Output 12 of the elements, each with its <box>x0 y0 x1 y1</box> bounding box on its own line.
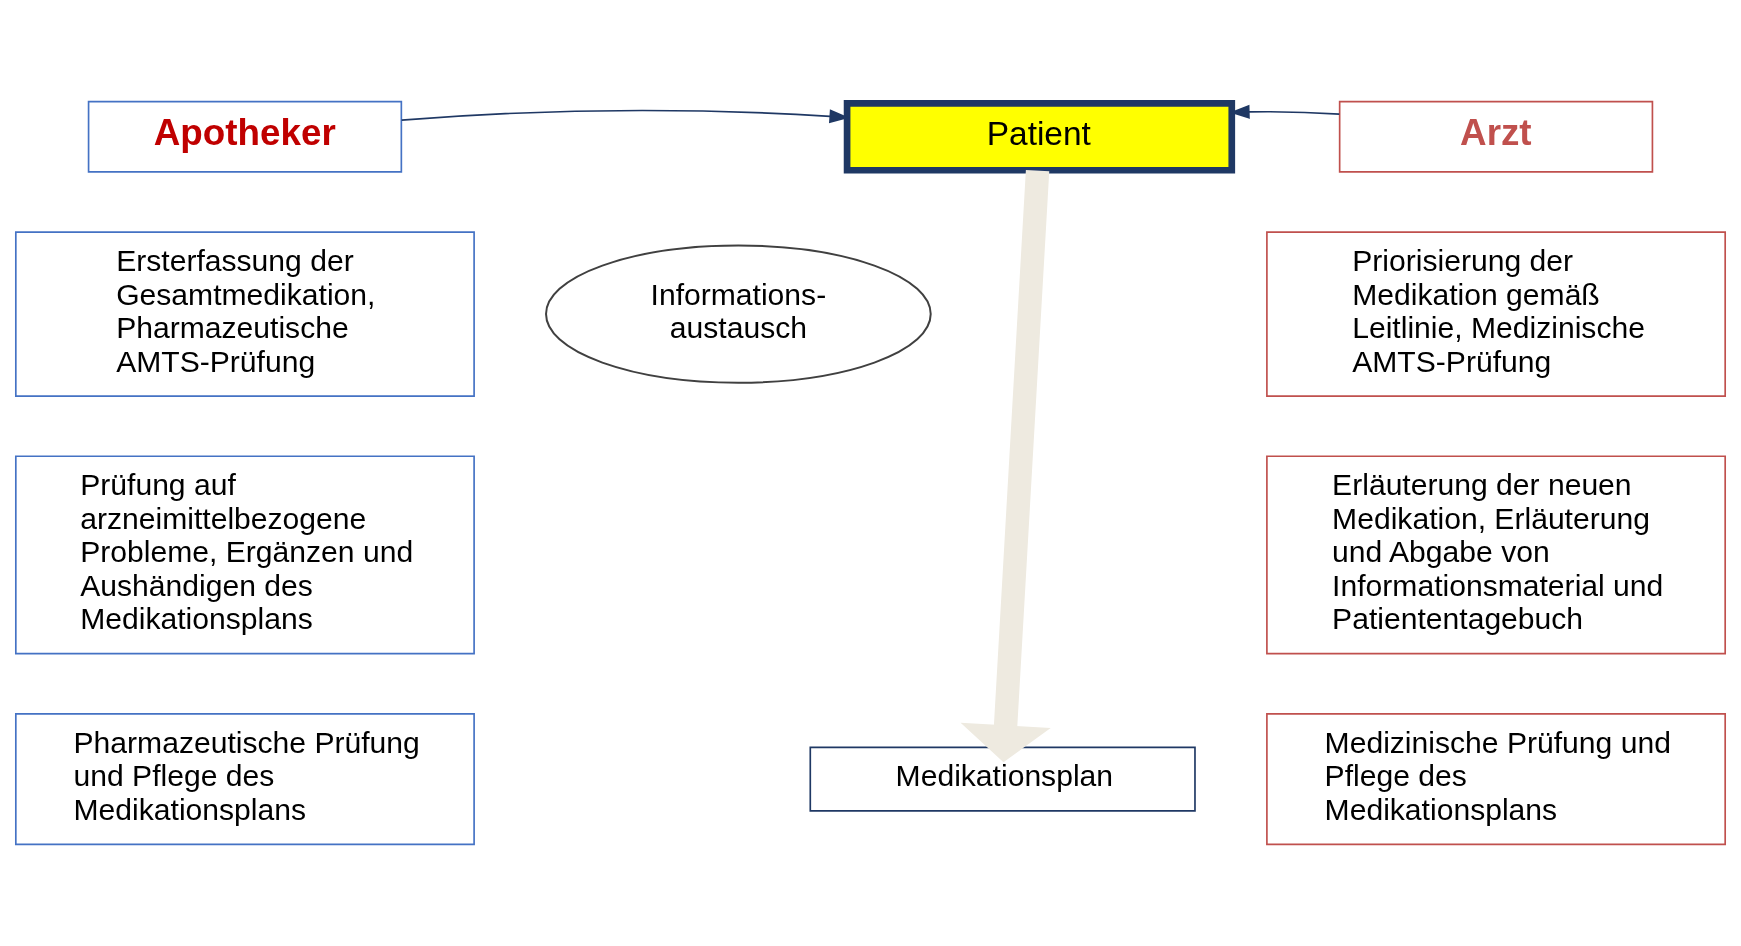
node-box: Medizinische Prüfung und Pflege des Medikationsplans <box>1266 713 1726 846</box>
node-box: Medikationsplan <box>809 746 1196 812</box>
node-ellipse: Informations- austausch <box>545 244 932 384</box>
node-box: Arzt <box>1338 100 1654 173</box>
node-box: Patient <box>843 100 1236 174</box>
arrow <box>960 169 1051 763</box>
node-box: Erläuterung der neuen Medikation, Erläuterung und Abgabe von Informationsmaterial und Patiententagebuch <box>1266 455 1726 655</box>
node-box: Prüfung auf arzneimittelbezogene Probleme, Ergänzen und Aushändigen des Medikationsplans <box>15 455 475 655</box>
node-box: Priorisierung der Medikation gemäß Leitlinie, Medizinische AMTS-Prüfung <box>1266 231 1726 397</box>
node-box: Apotheker <box>87 100 403 173</box>
node-box: Ersterfassung der Gesamtmedikation, Pharmazeutische AMTS-Prüfung <box>15 231 475 397</box>
node-box: Pharmazeutische Prüfung und Pflege des Medikationsplans <box>15 713 475 846</box>
